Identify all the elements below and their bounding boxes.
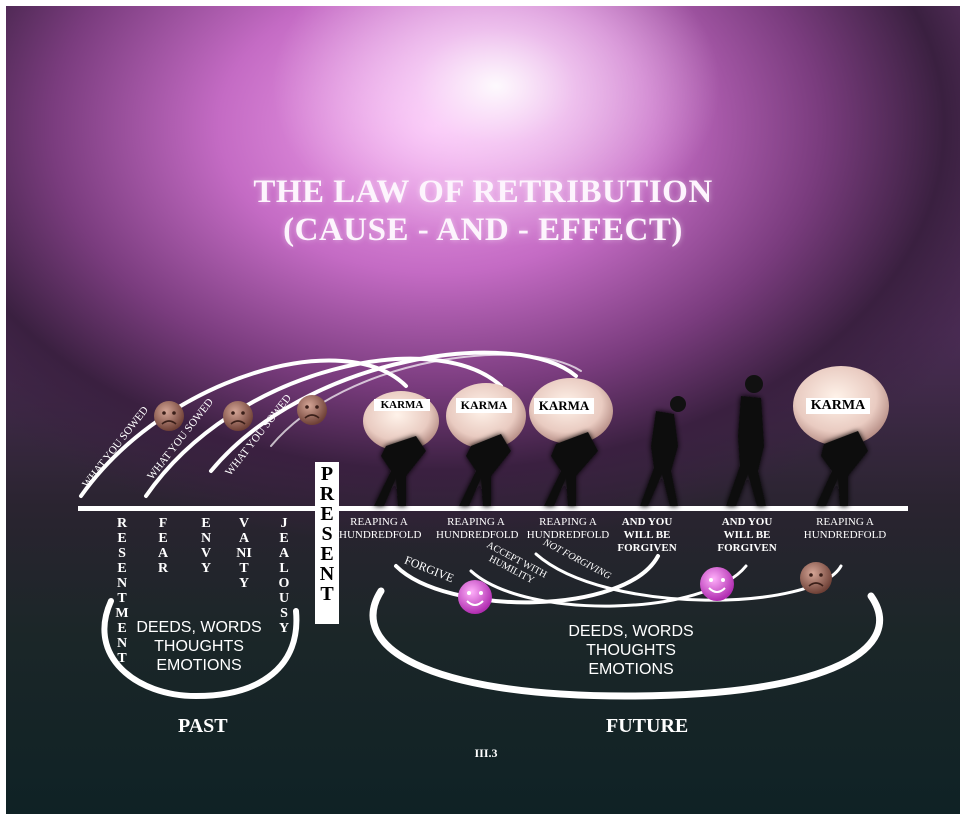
vice-envy: ENVY [200, 516, 212, 576]
diagram-graphics [78, 350, 908, 700]
sowed-arc-3 [209, 350, 578, 473]
vice-resentment: RESENTMENT [115, 516, 129, 666]
title-line-2: (CAUSE - AND - EFFECT) [283, 212, 683, 248]
happy-face-2 [700, 567, 734, 601]
karma-label-1: KARMA [374, 399, 430, 411]
future-bowl [369, 587, 884, 700]
vice-vanity: VANITY [236, 516, 252, 591]
future-label: FUTURE [606, 715, 689, 737]
vice-fear: FEAR [157, 516, 169, 576]
timeline-line [78, 506, 908, 511]
karma-label-4: KARMA [806, 398, 870, 414]
sad-face-3 [297, 395, 327, 425]
karma-label-3: KARMA [534, 398, 594, 414]
sad-face-2 [223, 401, 253, 431]
forgive-arc [394, 554, 660, 605]
walking-figure-2 [726, 375, 766, 506]
title-line-1: THE LAW OF RETRIBUTION [253, 174, 713, 210]
diagram-canvas: THE LAW OF RETRIBUTION (CAUSE - AND - EF… [6, 6, 960, 814]
happy-face-1 [458, 580, 492, 614]
vice-jealousy: JEALOUSY [278, 516, 290, 636]
sowed-arc-2 [144, 356, 503, 498]
sad-face-4 [800, 562, 832, 594]
sad-face-1 [154, 401, 184, 431]
walking-figure-1 [640, 396, 686, 506]
past-bowl [101, 598, 300, 700]
burdened-figure-4 [793, 366, 889, 506]
present-label: PRESENT [315, 462, 339, 624]
past-label: PAST [178, 715, 228, 737]
karma-label-2: KARMA [456, 398, 512, 413]
sowed-arcs [79, 350, 582, 498]
figure-number: III.3 [474, 746, 498, 760]
